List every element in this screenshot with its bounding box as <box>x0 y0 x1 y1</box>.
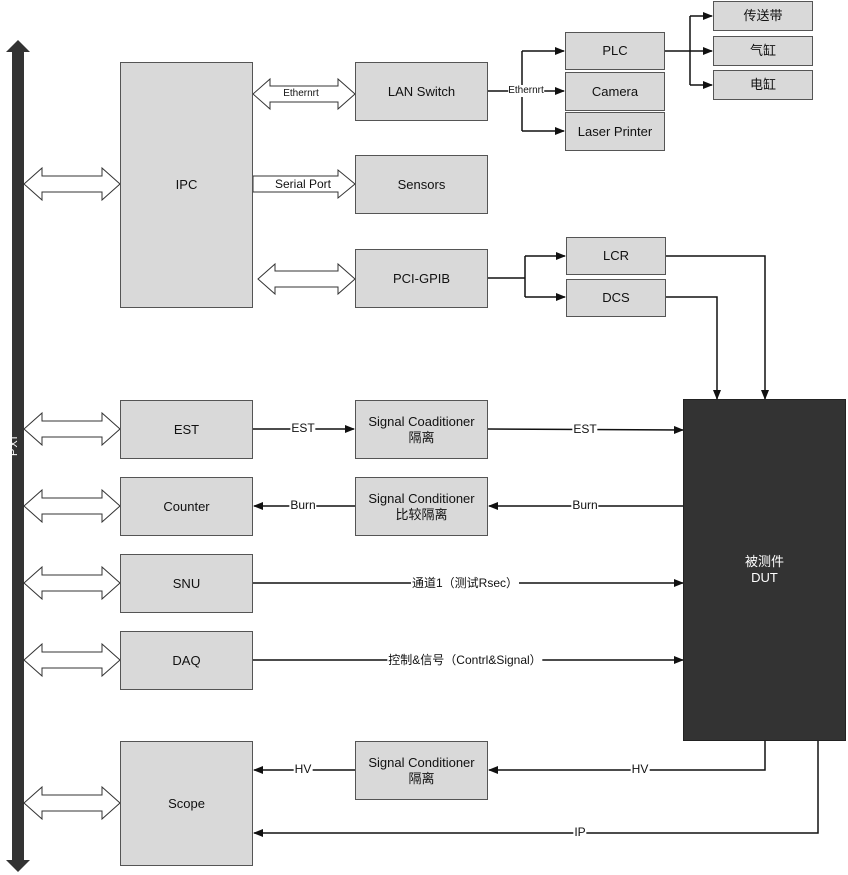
ipc-label: IPC <box>175 177 198 192</box>
laser-printer-label: Laser Printer <box>577 123 653 139</box>
conveyor-block: 传送带 <box>713 1 813 31</box>
electric-cylinder-label: 电缸 <box>749 77 776 92</box>
camera-block: Camera <box>565 72 665 111</box>
bus-link-snu <box>23 565 121 601</box>
dut-line2: DUT <box>751 570 778 585</box>
dut-to-cond-hv <box>488 741 766 774</box>
lan-switch-block: LAN Switch <box>355 62 488 121</box>
electric-cylinder-block: 电缸 <box>713 70 813 100</box>
bus-link-daq <box>23 642 121 678</box>
burn-label-1: Burn <box>289 498 317 512</box>
burn-label-2: Burn <box>571 498 599 512</box>
plc-block: PLC <box>565 32 665 70</box>
est-label: EST <box>173 421 200 437</box>
lcr-block: LCR <box>566 237 666 275</box>
gpib-trunk <box>488 256 526 297</box>
hv-label-1: HV <box>293 762 313 776</box>
snu-block: SNU <box>120 554 253 613</box>
bus-link-ipc <box>23 166 121 202</box>
plc-label: PLC <box>602 43 628 58</box>
lcr-to-dut <box>666 255 769 400</box>
snu-channel-label: 通道1（测试Rsec） <box>410 576 520 590</box>
ipc-gpib-link <box>257 262 356 296</box>
scope-block: Scope <box>120 741 253 866</box>
cylinder-label: 气缸 <box>749 43 776 58</box>
conveyor-label: 传送带 <box>743 8 783 23</box>
pxi-label: PXI <box>8 435 20 456</box>
dcs-to-dut <box>666 296 721 400</box>
lan-switch-label: LAN Switch <box>387 83 456 99</box>
signal-conditioner-est-block: Signal Coaditioner 隔离 <box>355 400 488 459</box>
ethernet-label-1: Ethernrt <box>283 88 319 99</box>
bus-link-est <box>23 411 121 447</box>
daq-channel-label: 控制&信号（Contrl&Signal） <box>387 653 543 667</box>
counter-label: Counter <box>163 498 210 514</box>
signal-conditioner-hv-block: Signal Conditioner 隔离 <box>355 741 488 800</box>
camera-label: Camera <box>591 83 639 99</box>
hv-label-2: HV <box>630 762 650 776</box>
lcr-label: LCR <box>602 248 629 263</box>
sensors-label: Sensors <box>397 176 446 192</box>
est-block: EST <box>120 400 253 459</box>
pci-gpib-label: PCI-GPIB <box>392 270 451 286</box>
est-label-2: EST <box>572 422 598 436</box>
cylinder-block: 气缸 <box>713 36 813 66</box>
dut-to-scope-ip <box>253 741 819 837</box>
signal-conditioner-hv-line2: 隔离 <box>408 770 435 786</box>
signal-conditioner-hv-line1: Signal Conditioner <box>368 754 475 770</box>
plc-trunk <box>665 16 691 85</box>
ipc-sensors-link <box>252 168 356 200</box>
dut-line1: 被测件 <box>744 554 784 569</box>
ethernet-label-2: Ethernrt <box>508 85 544 97</box>
signal-conditioner-est-line1: Signal Coaditioner <box>368 413 475 429</box>
pxi-bus <box>6 40 30 872</box>
daq-label: DAQ <box>172 652 201 668</box>
sensors-block: Sensors <box>355 155 488 214</box>
bus-link-scope <box>23 785 121 821</box>
dcs-label: DCS <box>602 290 630 305</box>
snu-label: SNU <box>172 575 201 591</box>
ip-label: IP <box>573 825 587 839</box>
dcs-block: DCS <box>566 279 666 317</box>
ipc-block: IPC <box>120 62 253 308</box>
scope-label: Scope <box>168 795 205 811</box>
est-label-1: EST <box>290 421 316 435</box>
serial-port-label: Serial Port <box>274 177 332 191</box>
signal-conditioner-burn-line2: 比较隔离 <box>395 506 448 522</box>
pci-gpib-block: PCI-GPIB <box>355 249 488 308</box>
signal-conditioner-burn-line1: Signal Conditioner <box>368 490 475 506</box>
daq-block: DAQ <box>120 631 253 690</box>
dut-block: 被测件 DUT <box>683 399 846 741</box>
signal-conditioner-burn-block: Signal Conditioner 比较隔离 <box>355 477 488 536</box>
counter-block: Counter <box>120 477 253 536</box>
signal-conditioner-est-line2: 隔离 <box>408 429 435 445</box>
bus-link-counter <box>23 488 121 524</box>
laser-printer-block: Laser Printer <box>565 112 665 151</box>
